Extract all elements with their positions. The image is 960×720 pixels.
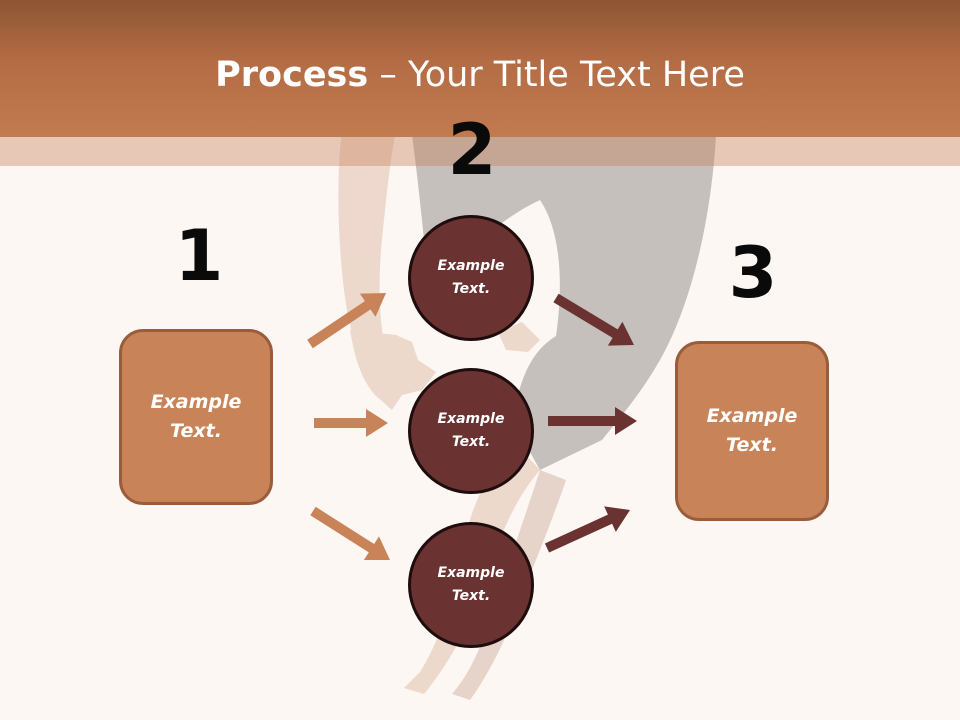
step-number-2: 2 — [447, 109, 497, 191]
step-number-3: 3 — [728, 232, 778, 314]
title-bold: Process — [215, 55, 369, 95]
title-bar — [0, 0, 960, 137]
step-number-1: 1 — [174, 215, 224, 297]
slide-title: Process – Your Title Text Here — [0, 52, 960, 98]
title-band — [0, 137, 960, 166]
title-rest: – Your Title Text Here — [368, 55, 745, 95]
